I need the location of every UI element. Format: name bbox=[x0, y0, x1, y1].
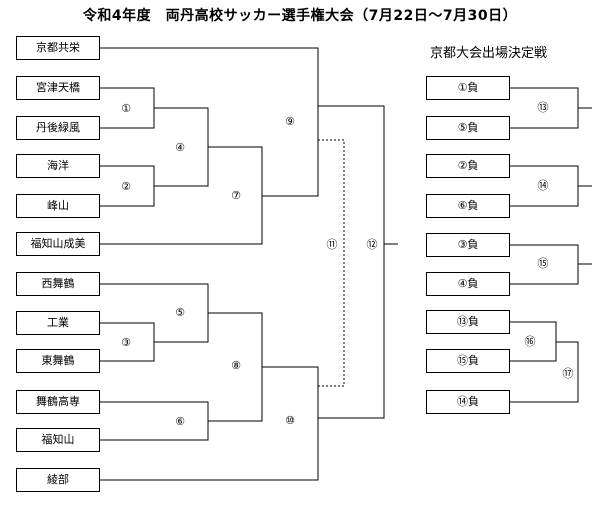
qualifier-slot: ②負 bbox=[426, 154, 510, 178]
qualifier-slot: ③負 bbox=[426, 233, 510, 257]
bracket-line-match-12 bbox=[318, 105, 385, 419]
qualifier-title: 京都大会出場決定戦 bbox=[430, 46, 548, 61]
bracket-line-match-9 bbox=[100, 47, 319, 197]
qualifier-slot: ⑥負 bbox=[426, 194, 510, 218]
match-label-8: ⑧ bbox=[231, 359, 241, 372]
team-box: 東舞鶴 bbox=[16, 349, 100, 373]
team-box: 舞鶴高専 bbox=[16, 390, 100, 414]
bracket-line-match-6 bbox=[100, 401, 209, 441]
match-label-7: ⑦ bbox=[231, 189, 241, 202]
match-label-13: ⑬ bbox=[537, 101, 549, 114]
match-label-17: ⑰ bbox=[562, 367, 574, 380]
qualifier-slot: ⑬負 bbox=[426, 310, 510, 334]
team-box: 工業 bbox=[16, 311, 100, 335]
match-label-14: ⑭ bbox=[537, 179, 549, 192]
match-label-9: ⑨ bbox=[285, 115, 295, 128]
bracket-line-match-11-dotted bbox=[318, 139, 345, 387]
qualifier-slot: ④負 bbox=[426, 272, 510, 296]
team-box: 綾部 bbox=[16, 468, 100, 492]
match-label-2: ② bbox=[121, 180, 131, 193]
qualifier-slot: ⑮負 bbox=[426, 349, 510, 373]
team-box: 海洋 bbox=[16, 154, 100, 178]
qualifier-slot: ①負 bbox=[426, 76, 510, 100]
team-box: 宮津天橋 bbox=[16, 76, 100, 100]
match-label-3: ③ bbox=[121, 336, 131, 349]
match-label-15: ⑮ bbox=[537, 257, 549, 270]
team-box: 峰山 bbox=[16, 194, 100, 218]
match-label-1: ① bbox=[121, 102, 131, 115]
team-box: 福知山成美 bbox=[16, 232, 100, 256]
match-label-11: ⑪ bbox=[326, 238, 338, 251]
bracket-line-match-17 bbox=[510, 341, 579, 403]
match-label-4: ④ bbox=[175, 141, 185, 154]
team-box: 西舞鶴 bbox=[16, 272, 100, 296]
match-label-12: ⑫ bbox=[366, 238, 378, 251]
bracket-line-match-10 bbox=[100, 366, 319, 481]
match-label-16: ⑯ bbox=[524, 335, 536, 348]
match-label-10: ⑩ bbox=[285, 414, 295, 427]
match-label-5: ⑤ bbox=[175, 306, 185, 319]
team-box: 丹後緑風 bbox=[16, 116, 100, 140]
page-title: 令和4年度 両丹高校サッカー選手権大会（7月22日～7月30日） bbox=[82, 8, 518, 24]
qualifier-slot: ⑤負 bbox=[426, 116, 510, 140]
qualifier-slot: ⑭負 bbox=[426, 390, 510, 414]
match-label-6: ⑥ bbox=[175, 415, 185, 428]
team-box: 京都共栄 bbox=[16, 36, 100, 60]
team-box: 福知山 bbox=[16, 428, 100, 452]
